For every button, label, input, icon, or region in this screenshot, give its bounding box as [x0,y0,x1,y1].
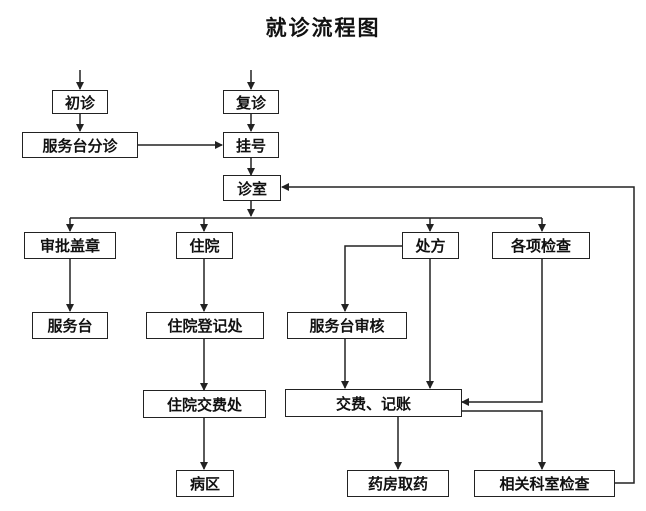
node-fuzhen: 复诊 [223,90,279,114]
node-guahao: 挂号 [223,132,279,158]
diagram-title: 就诊流程图 [265,16,381,40]
node-zhenshi: 诊室 [223,175,281,201]
arrow-jiancha-jiaofei [461,259,543,406]
node-bingqu: 病区 [176,470,234,497]
arrow-chufang-shenhe [341,245,402,312]
arrow-feedback-zhenshi [281,183,635,484]
node-chuzhen: 初诊 [52,90,108,114]
arrow-jiaofei-xiangguan [462,410,546,470]
node-zhuyuan-jiaofei: 住院交费处 [143,390,266,418]
node-gexiang-jiancha: 各项检查 [492,232,590,259]
node-xiangguan-jiancha: 相关科室检查 [474,470,615,497]
node-yaofang-quyao: 药房取药 [347,470,449,497]
node-zhuyuan: 住院 [176,232,233,259]
node-shenpi-gaizhang: 审批盖章 [24,232,116,259]
node-fuwutai-shenhe: 服务台审核 [287,312,407,339]
node-fuwutai: 服务台 [32,312,108,339]
node-jiaofei-jizhang: 交费、记账 [285,389,462,417]
node-chufang: 处方 [402,232,459,259]
node-fuwutai-fenzhen: 服务台分诊 [22,132,138,158]
node-zhuyuan-dengji: 住院登记处 [146,312,264,339]
